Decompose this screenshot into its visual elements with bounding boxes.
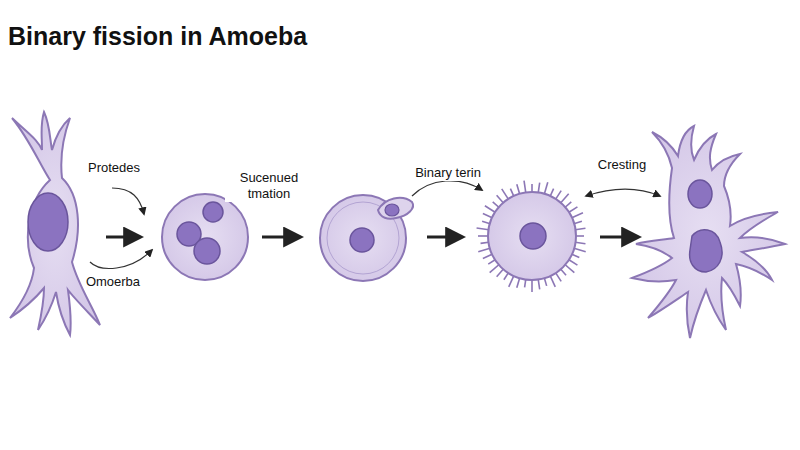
stage-label: Cresting [596, 157, 648, 173]
budding-cell [320, 195, 413, 281]
diagram-title: Binary fission in Amoeba [8, 22, 307, 51]
stage-label: Omoerba [84, 274, 142, 290]
stage-label: Binary terin [413, 165, 483, 181]
amoeba-cell [10, 112, 100, 335]
spiky-cell [477, 181, 586, 292]
curved-arrow [90, 181, 660, 269]
amoeba-cell [632, 126, 785, 338]
stage-label: Sucenued tmation [225, 170, 313, 202]
flow-arrow [106, 236, 638, 239]
rounded-cell [162, 194, 248, 280]
stage-label: Protedes [86, 160, 142, 176]
